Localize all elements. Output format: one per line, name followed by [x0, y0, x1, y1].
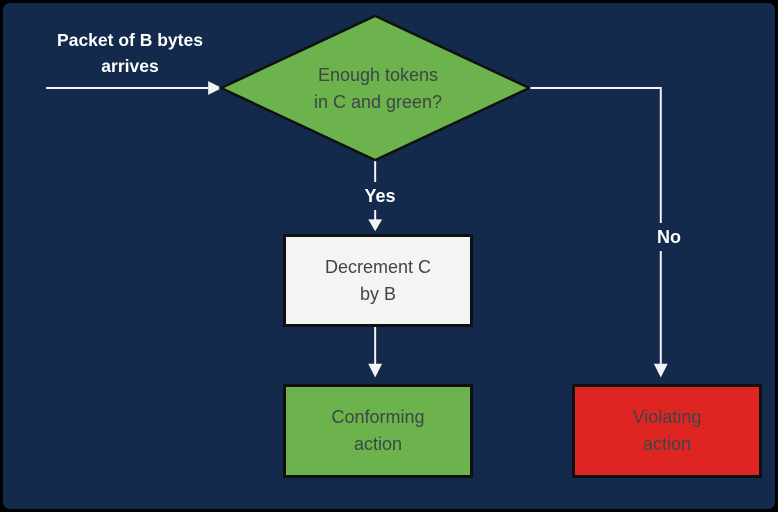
decision-diamond	[218, 14, 533, 162]
conforming-action-box: Conforming action	[283, 384, 473, 478]
start-label-line1: Packet of B bytes	[57, 30, 203, 50]
no-edge-label: No	[647, 223, 691, 251]
decision-line2: in C and green?	[313, 92, 443, 112]
process-line1: Decrement C	[324, 256, 432, 277]
violating-line2: action	[642, 434, 692, 454]
yes-arrowhead-icon	[368, 219, 383, 232]
no-arrowhead-icon	[653, 363, 668, 378]
start-label: Packet of B bytes arrives	[31, 27, 229, 79]
decision-node-text: Enough tokens in C and green?	[273, 62, 483, 116]
start-arrowhead-icon	[208, 81, 222, 95]
conforming-line2: action	[353, 434, 403, 454]
process-box: Decrement C by B	[283, 234, 473, 327]
process-arrowhead-icon	[368, 363, 383, 378]
violating-action-box: Violating action	[572, 384, 762, 478]
conforming-line1: Conforming	[331, 407, 425, 427]
process-line2: by B	[359, 283, 397, 304]
start-label-line2: arrives	[101, 56, 159, 76]
yes-edge-label: Yes	[356, 182, 404, 210]
decision-line1: Enough tokens	[317, 65, 439, 85]
no-arrow-line	[530, 87, 662, 365]
violating-line1: Violating	[632, 407, 702, 427]
